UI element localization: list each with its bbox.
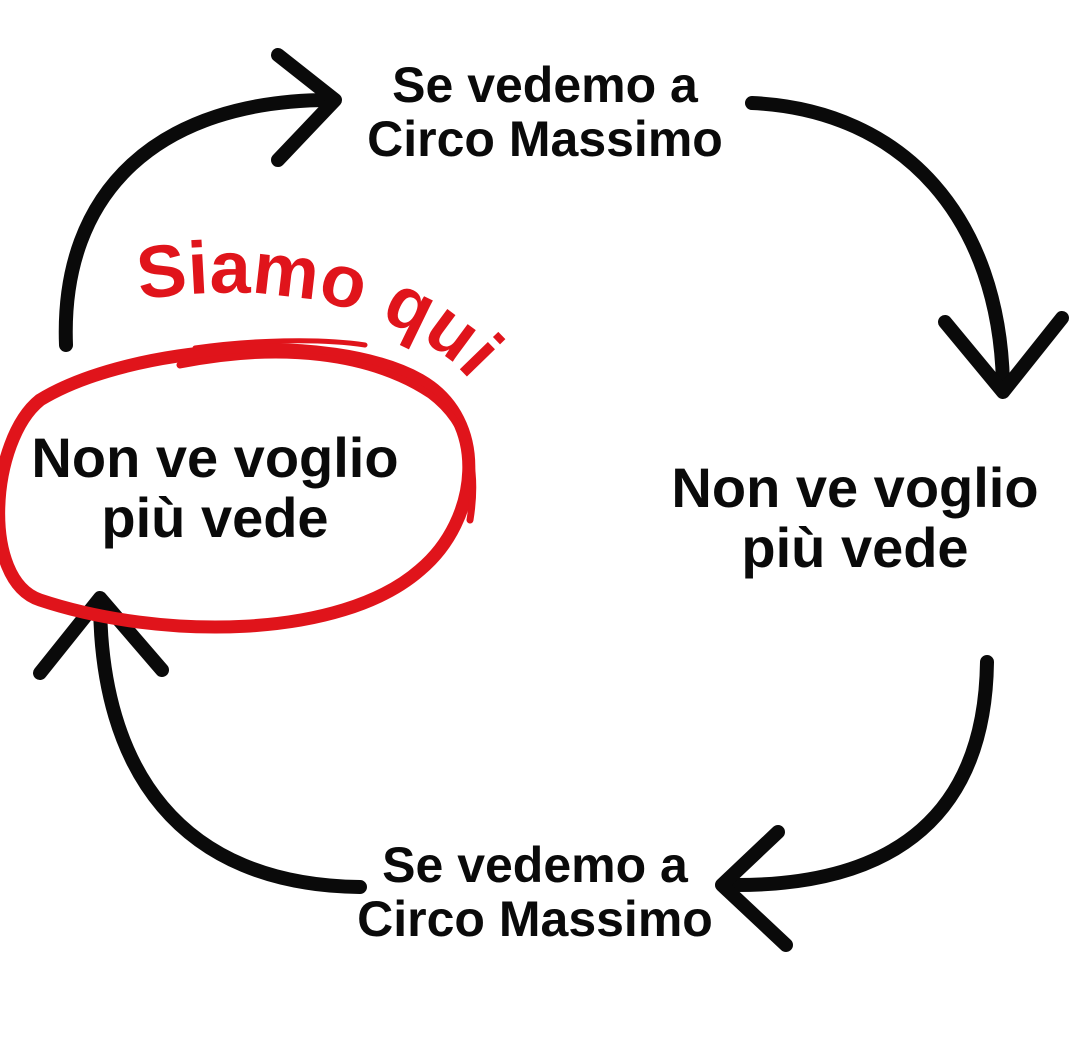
node-bottom-label: Se vedemo a Circo Massimo bbox=[320, 838, 750, 946]
node-bottom-line2: Circo Massimo bbox=[357, 891, 713, 947]
arrowhead-right-icon bbox=[938, 311, 1069, 399]
node-right-line2: più vede bbox=[741, 516, 969, 580]
arrow-left-to-top bbox=[58, 93, 337, 352]
arrow-right-to-bottom bbox=[723, 655, 994, 893]
node-right-label: Non ve voglio più vede bbox=[630, 456, 1080, 580]
node-top-line2: Circo Massimo bbox=[367, 111, 723, 167]
node-left-line1: Non ve voglio bbox=[31, 426, 399, 489]
arrow-bottom-to-left bbox=[93, 593, 367, 894]
node-left-line2: più vede bbox=[101, 486, 329, 550]
arrowhead-bottom-icon bbox=[715, 825, 793, 952]
arrow-top-to-right bbox=[745, 96, 1010, 392]
node-top-label: Se vedemo a Circo Massimo bbox=[330, 58, 760, 166]
node-right-line1: Non ve voglio bbox=[671, 456, 1039, 519]
node-left-label: Non ve voglio più vede bbox=[0, 426, 430, 550]
node-top-line1: Se vedemo a bbox=[392, 57, 698, 113]
arrowhead-top-icon bbox=[271, 48, 342, 167]
node-bottom-line1: Se vedemo a bbox=[382, 837, 688, 893]
